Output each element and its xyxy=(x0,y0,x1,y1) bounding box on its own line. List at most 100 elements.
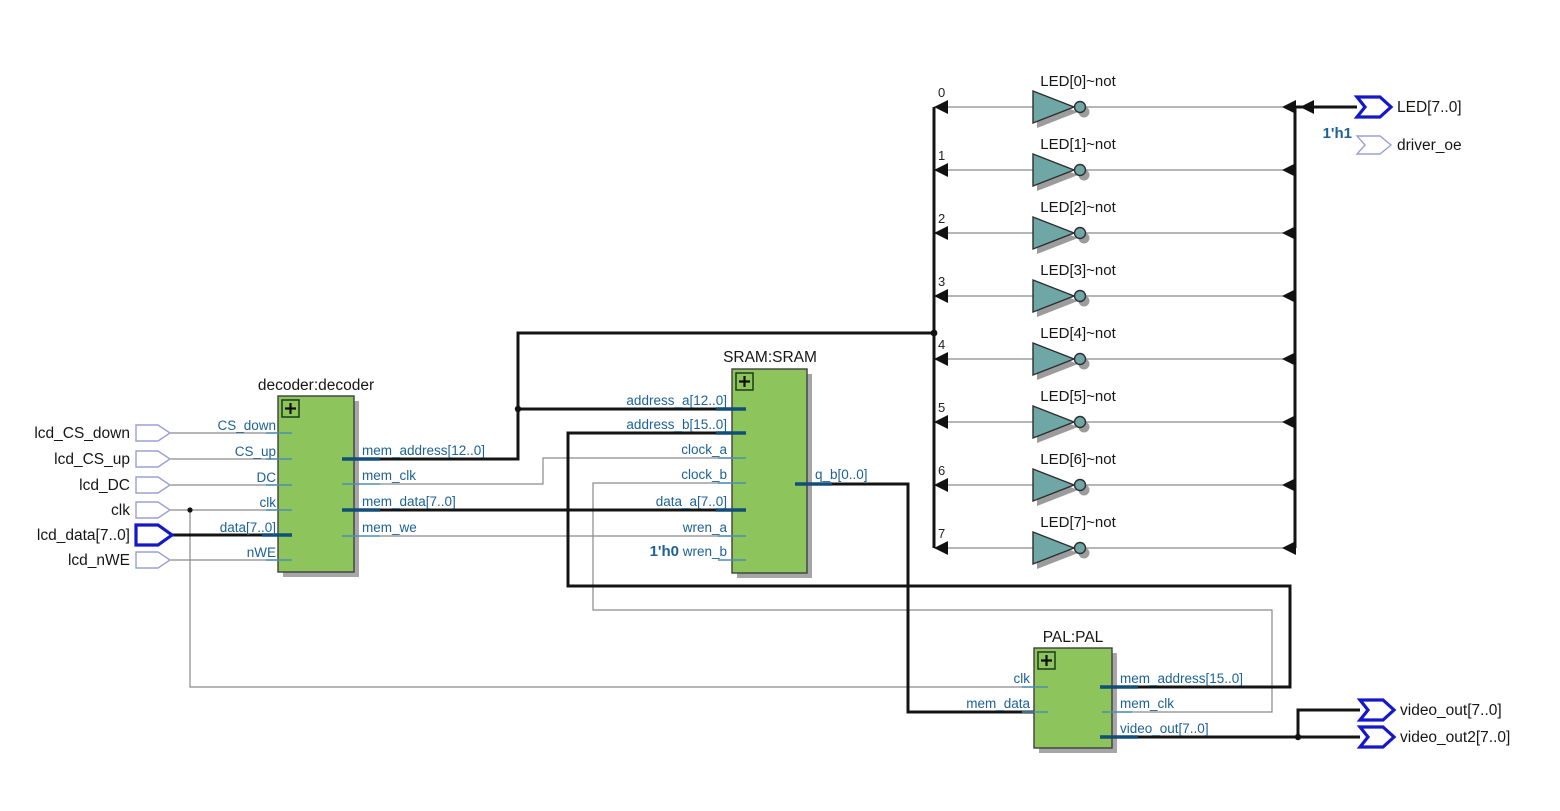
inverter-triangle[interactable] xyxy=(1032,404,1076,440)
gate-label: LED[0]~not xyxy=(1040,73,1116,90)
inverter-bubble xyxy=(1073,415,1087,429)
wire-videoout-branch xyxy=(1296,708,1360,737)
single-bit-wires xyxy=(170,106,1295,713)
pin-label: address_a[12..0] xyxy=(626,393,727,408)
pin-label: CS_down xyxy=(217,418,276,433)
input-port-label: lcd_data[7..0] xyxy=(37,527,130,544)
not-gate-6[interactable]: LED[6]~not 6 xyxy=(938,451,1117,506)
input-port-label: lcd_DC xyxy=(79,477,130,494)
bus-tap-index: 3 xyxy=(938,274,945,289)
input-port-lcd_DC[interactable]: lcd_DC xyxy=(79,476,172,494)
inverter-triangle[interactable] xyxy=(1032,278,1076,314)
bus-tap-index: 0 xyxy=(938,85,945,100)
wire-memclk-to-clocka xyxy=(380,457,732,485)
sram-title: SRAM:SRAM xyxy=(723,349,817,366)
not-gate-3[interactable]: LED[3]~not 3 xyxy=(938,262,1117,317)
bus-tap-arrows xyxy=(934,100,1314,555)
pin-label: mem_address[15..0] xyxy=(1120,671,1243,686)
pin-label: mem_data[7..0] xyxy=(362,494,456,509)
wire-palmemaddress-to-addressb xyxy=(566,431,1292,689)
not-gate-4[interactable]: LED[4]~not 4 xyxy=(938,325,1117,380)
input-port-label: lcd_CS_up xyxy=(54,451,130,468)
wire-palmemclk-to-clockb xyxy=(592,482,1273,713)
pin-label: mem_data xyxy=(966,696,1030,711)
pin-label: data[7..0] xyxy=(220,520,276,535)
input-port-label: lcd_CS_down xyxy=(34,425,130,442)
pal-title: PAL:PAL xyxy=(1043,629,1104,646)
not-gate-0[interactable]: LED[0]~not 0 xyxy=(938,73,1117,128)
inverter-triangle[interactable] xyxy=(1032,89,1076,125)
bus-tap-index: 4 xyxy=(938,337,945,352)
gate-label: LED[6]~not xyxy=(1040,451,1116,468)
wire-clk-to-pal xyxy=(189,510,1034,688)
inverter-bubble xyxy=(1073,541,1087,555)
pin-stubs xyxy=(262,407,1138,739)
pin-label: clock_a xyxy=(681,442,727,457)
input-port-lcd_data[interactable]: lcd_data[7..0] xyxy=(37,523,175,547)
not-gate-2[interactable]: LED[2]~not 2 xyxy=(938,199,1117,254)
bus-tap-index: 6 xyxy=(938,463,945,478)
inverter-triangle[interactable] xyxy=(1032,215,1076,251)
gate-label: LED[2]~not xyxy=(1040,199,1116,216)
decoder-title: decoder:decoder xyxy=(258,377,374,394)
constant-value: 1'h1 xyxy=(1323,125,1352,142)
input-port-lcd_CS_down[interactable]: lcd_CS_down xyxy=(34,424,172,442)
pin-label: address_b[15..0] xyxy=(626,417,727,432)
sram-expand-icon[interactable] xyxy=(735,372,754,391)
inverter-bubble xyxy=(1073,163,1087,177)
gate-label: LED[7]~not xyxy=(1040,514,1116,531)
pal-block[interactable]: PAL:PAL xyxy=(1033,629,1117,753)
pin-label: mem_we xyxy=(362,520,417,535)
input-port-label: lcd_nWE xyxy=(68,552,130,569)
output-port-label: video_out2[7..0] xyxy=(1400,729,1510,746)
decoder-body[interactable] xyxy=(277,395,355,573)
inverter-triangle[interactable] xyxy=(1032,341,1076,377)
pin-label: clock_b xyxy=(681,467,727,482)
bus-tap-index: 5 xyxy=(938,400,945,415)
input-port-lcd_nWE[interactable]: lcd_nWE xyxy=(68,551,172,569)
junction-dots xyxy=(187,329,1302,741)
pal-pin-labels: clk mem_data mem_address[15..0] mem_clk … xyxy=(966,671,1243,736)
output-port-video_out[interactable]: video_out[7..0] xyxy=(1356,698,1502,722)
pin-label: CS_up xyxy=(235,444,276,459)
pin-label: clk xyxy=(260,495,277,510)
pal-expand-icon[interactable] xyxy=(1037,651,1056,670)
bus-tap-index: 2 xyxy=(938,211,945,226)
gate-label: LED[1]~not xyxy=(1040,136,1116,153)
output-port-video_out2[interactable]: video_out2[7..0] xyxy=(1356,725,1510,749)
pin-label: clk xyxy=(1014,671,1031,686)
inverter-triangle[interactable] xyxy=(1032,467,1076,503)
not-gate-7[interactable]: LED[7]~not 7 xyxy=(938,514,1117,569)
pin-label: DC xyxy=(257,470,277,485)
inverter-triangle[interactable] xyxy=(1032,152,1076,188)
bus-wires xyxy=(172,105,1360,739)
decoder-block[interactable]: decoder:decoder xyxy=(258,377,374,577)
constant-value: 1'h0 xyxy=(650,543,679,560)
inverter-triangle[interactable] xyxy=(1032,530,1076,566)
gate-label: LED[5]~not xyxy=(1040,388,1116,405)
input-port-clk[interactable]: clk xyxy=(111,501,172,519)
sram-body[interactable] xyxy=(731,368,808,574)
inverter-bubble xyxy=(1073,289,1087,303)
gate-label: LED[3]~not xyxy=(1040,262,1116,279)
sram-block[interactable]: SRAM:SRAM xyxy=(723,349,817,578)
pin-label: mem_clk xyxy=(1120,696,1174,711)
pin-label: mem_clk xyxy=(362,468,416,483)
not-gate-1[interactable]: LED[1]~not 1 xyxy=(938,136,1117,191)
wire-qb-to-palmemdata xyxy=(820,482,1034,714)
inverter-bubble xyxy=(1073,100,1087,114)
not-gate-5[interactable]: LED[5]~not 5 xyxy=(938,388,1117,443)
decoder-pin-labels: CS_down CS_up DC clk data[7..0] nWE mem_… xyxy=(217,418,485,560)
inverter-bubble xyxy=(1073,352,1087,366)
pin-label: mem_address[12..0] xyxy=(362,443,485,458)
output-port-driver_oe[interactable]: 1'h1 driver_oe xyxy=(1323,125,1462,155)
output-port-LED[interactable]: LED[7..0] xyxy=(1353,95,1462,119)
input-port-lcd_CS_up[interactable]: lcd_CS_up xyxy=(54,450,172,468)
bus-tap-index: 1 xyxy=(938,148,945,163)
pin-label: wren_b xyxy=(682,544,727,559)
gate-label: LED[4]~not xyxy=(1040,325,1116,342)
wire-memaddress-to-ledbus xyxy=(380,331,934,461)
decoder-expand-icon[interactable] xyxy=(281,399,300,418)
